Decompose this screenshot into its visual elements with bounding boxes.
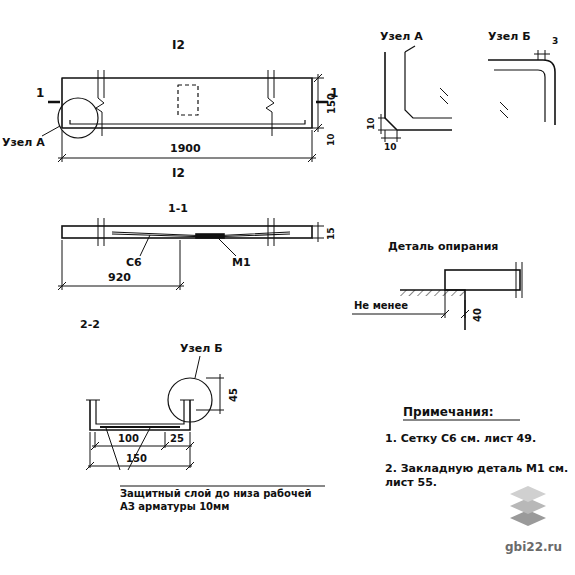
dimension: 45 <box>228 388 241 402</box>
note-text: 2. Закладную деталь М1 см. лист 55. <box>385 462 570 490</box>
dimension: 150 <box>326 93 339 114</box>
dimension: 3 <box>552 36 558 47</box>
callout-label: Узел А <box>2 136 45 150</box>
dimension: 100 <box>118 433 139 446</box>
detail-title: Деталь опирания <box>388 240 498 254</box>
watermark-logo <box>510 486 546 526</box>
section-1-1 <box>58 218 324 290</box>
detail-title: Узел А <box>380 30 423 44</box>
watermark: gbi22.ru <box>505 540 562 555</box>
node-a-detail <box>378 46 452 142</box>
section-title: 2-2 <box>80 318 100 332</box>
underline <box>403 419 520 420</box>
part-label: С6 <box>126 256 142 270</box>
dimension: 10 <box>384 142 397 153</box>
notes-title: Примечания: <box>403 405 494 420</box>
section-number: 1 <box>36 86 44 101</box>
note-text: Защитный слой до низа рабочей АЗ арматур… <box>120 488 325 513</box>
plan-view <box>42 70 328 162</box>
section-2-2 <box>86 356 325 486</box>
dimension: 1900 <box>170 142 201 156</box>
dimension: 150 <box>126 453 147 466</box>
callout-label: Узел Б <box>180 342 223 356</box>
dimension: 10 <box>366 117 377 130</box>
dimension: 10 <box>326 133 337 146</box>
note-text: Не менее <box>354 300 408 313</box>
dimension: 15 <box>326 227 337 240</box>
section-mark: I2 <box>172 38 185 53</box>
support-detail <box>352 262 522 330</box>
section-title: 1-1 <box>168 202 188 216</box>
detail-title: Узел Б <box>488 30 531 44</box>
node-b-detail <box>488 50 555 125</box>
dimension: 920 <box>108 271 131 285</box>
note-text: 1. Сетку С6 см. лист 49. <box>385 432 570 446</box>
part-label: М1 <box>232 256 251 270</box>
dimension: 25 <box>170 433 184 446</box>
section-mark: I2 <box>172 166 185 181</box>
dimension: 40 <box>472 308 485 322</box>
